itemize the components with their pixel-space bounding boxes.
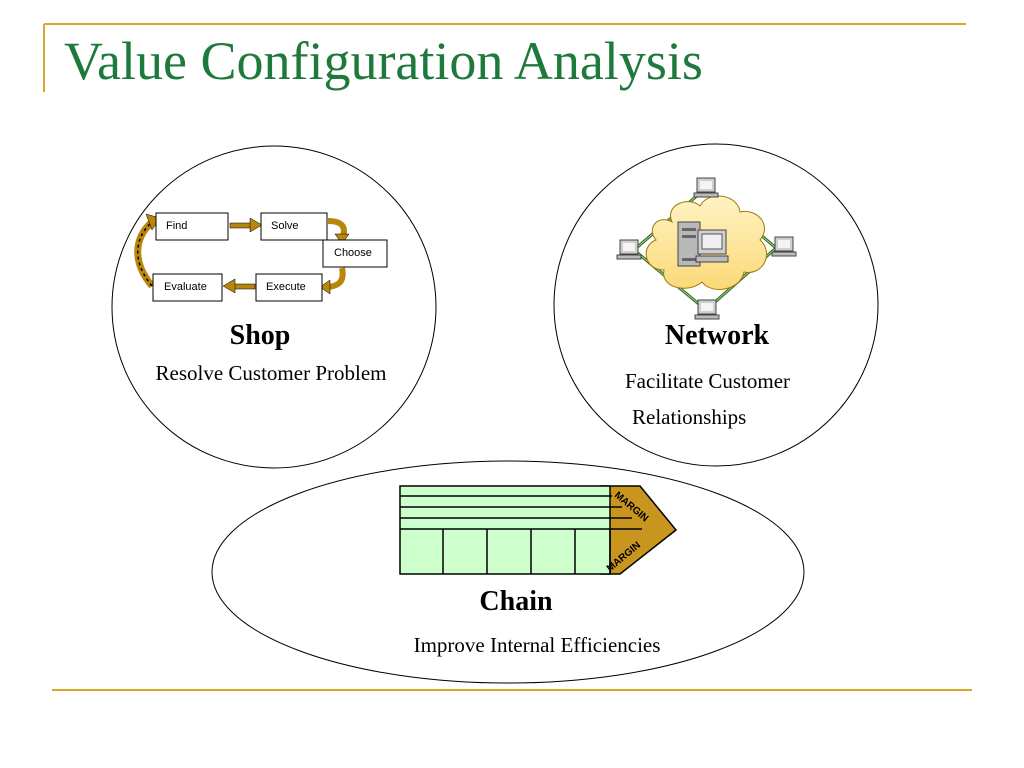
step-execute-box — [255, 273, 323, 302]
value-chain-diagram: MARGIN MARGIN — [399, 485, 678, 575]
step-solve-box — [260, 212, 328, 241]
network-description-line1: Facilitate Customer — [625, 369, 790, 393]
network-description-line2: Relationships — [632, 405, 746, 429]
slide-title: Value Configuration Analysis — [64, 31, 703, 91]
shop-description: Resolve Customer Problem — [156, 361, 387, 385]
step-find: Find — [166, 220, 187, 232]
chain-body — [399, 485, 611, 575]
arrow-execute-evaluate-head — [222, 278, 236, 294]
shop-cycle-diagram: Find Solve Choose Execute — [134, 212, 388, 302]
step-choose: Choose — [334, 247, 372, 259]
arrow-choose-execute — [327, 267, 346, 290]
return-arrow — [134, 219, 155, 289]
step-execute: Execute — [266, 281, 306, 293]
return-arrow-dash — [137, 221, 153, 287]
step-evaluate: Evaluate — [164, 281, 207, 293]
shop-label: Shop — [230, 320, 291, 351]
computer-icon-bottom — [694, 299, 720, 320]
arrow-find-solve — [229, 222, 253, 229]
chain-group: MARGIN MARGIN Chain Improve Internal Eff… — [211, 460, 805, 684]
step-find-box — [155, 212, 229, 241]
central-computer-icon — [695, 229, 729, 263]
chain-description: Improve Internal Efficiencies — [414, 633, 661, 657]
computer-icon-right — [771, 236, 797, 257]
computer-icon-left — [616, 239, 642, 260]
shop-circle — [111, 145, 437, 469]
arrow-execute-evaluate — [232, 283, 256, 290]
step-choose-box — [322, 239, 388, 268]
step-solve: Solve — [271, 220, 299, 232]
network-diagram — [616, 177, 797, 320]
network-circle — [553, 143, 879, 467]
computer-icon-top — [693, 177, 719, 198]
arrow-choose-execute-head — [319, 279, 331, 295]
arrow-find-solve-head — [249, 217, 263, 233]
chain-ellipse — [211, 460, 805, 684]
step-evaluate-box — [152, 273, 223, 302]
network-label: Network — [665, 320, 770, 351]
server-icon — [677, 221, 701, 267]
shop-group: Find Solve Choose Execute — [111, 145, 437, 469]
arrow-solve-choose-head — [334, 233, 350, 245]
chain-label: Chain — [479, 586, 553, 617]
network-group: Network Facilitate Customer Relationship… — [553, 143, 879, 467]
